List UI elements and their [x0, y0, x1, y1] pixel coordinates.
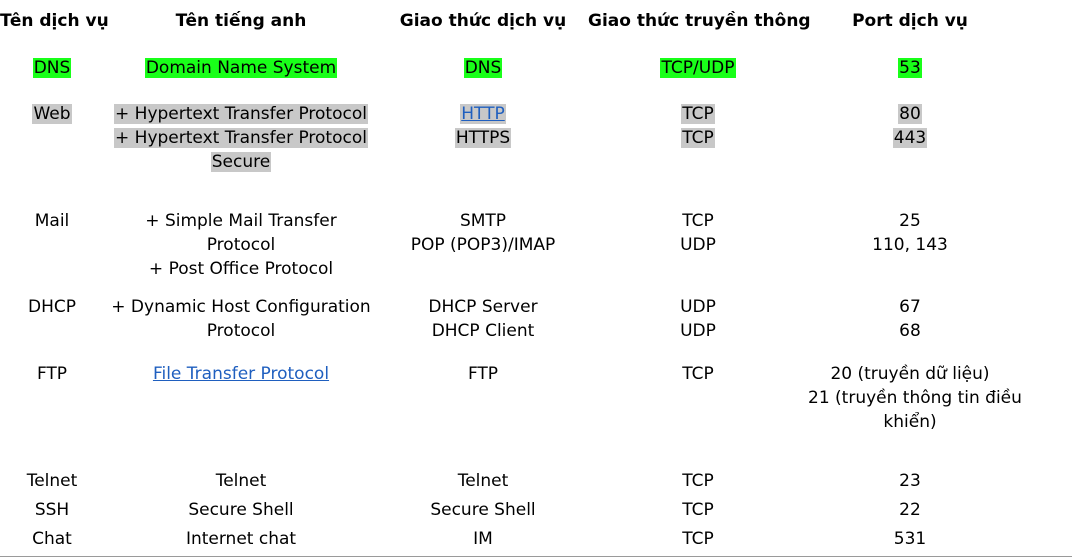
table-row-ftp-english: File Transfer Protocol	[104, 362, 378, 386]
table-row-mail-english: + Simple Mail Transfer Protocol + Post O…	[104, 209, 378, 281]
web-transport-2: TCP	[681, 128, 715, 148]
mail-name: Mail	[34, 211, 70, 231]
header-service-protocol: Giao thức dịch vụ	[399, 11, 567, 31]
header-transport-protocol: Giao thức truyền thông	[588, 11, 811, 31]
web-english-line2: + Hypertext Transfer Protocol	[114, 128, 368, 148]
table-bottom-border	[0, 556, 1072, 557]
header-service-port: Port dịch vụ	[852, 11, 968, 31]
table-row-web-english: + Hypertext Transfer Protocol + Hypertex…	[104, 102, 378, 174]
dhcp-port-1: 67	[899, 297, 921, 317]
chat-protocol: IM	[473, 529, 493, 549]
ssh-port: 22	[899, 500, 921, 520]
https-label: HTTPS	[454, 128, 512, 148]
chat-transport: TCP	[682, 529, 714, 549]
table-row-web-transport: TCP TCP	[588, 102, 808, 150]
web-port-1: 80	[898, 104, 922, 124]
table-row-dns-protocol: DNS	[378, 56, 588, 80]
table-row-ftp-port: 20 (truyền dữ liệu) 21 (truyền thông tin…	[808, 362, 1022, 434]
dhcp-transport-2: UDP	[680, 321, 716, 341]
dns-port: 53	[898, 58, 922, 78]
mail-protocol-1: SMTP	[459, 211, 507, 231]
mail-transport-1: TCP	[682, 211, 714, 231]
dhcp-transport-1: UDP	[680, 297, 716, 317]
dhcp-name: DHCP	[28, 297, 76, 317]
chat-english: Internet chat	[185, 529, 297, 549]
dhcp-protocol-2: DHCP Client	[431, 321, 535, 341]
ftp-name: FTP	[36, 364, 68, 384]
table-row-dhcp-port: 67 68	[808, 295, 1012, 343]
chat-port: 531	[893, 529, 927, 549]
mail-english-line2: Protocol	[206, 235, 276, 255]
http-link[interactable]: HTTP	[460, 104, 506, 124]
mail-english-line3: + Post Office Protocol	[148, 259, 334, 279]
chat-name: Chat	[32, 529, 72, 549]
table-row-dhcp-english: + Dynamic Host Configuration Protocol	[104, 295, 378, 343]
telnet-port: 23	[899, 471, 921, 491]
mail-port-2: 110, 143	[872, 235, 948, 255]
ftp-port-line2: 21 (truyền thông tin điều	[808, 388, 1022, 408]
dns-protocol: DNS	[463, 58, 503, 78]
telnet-name: Telnet	[26, 471, 78, 491]
ftp-port-line3: khiển)	[883, 412, 937, 432]
mail-protocol-2: POP (POP3)/IMAP	[410, 235, 556, 255]
telnet-protocol: Telnet	[457, 471, 509, 491]
dhcp-english-line2: Protocol	[206, 321, 276, 341]
dns-name: DNS	[32, 58, 72, 78]
mail-transport-2: UDP	[680, 235, 716, 255]
ftp-protocol: FTP	[467, 364, 499, 384]
web-english-line3: Secure	[210, 152, 272, 172]
web-port-2: 443	[892, 128, 928, 148]
table-row-web-name: Web	[0, 102, 104, 126]
telnet-english: Telnet	[215, 471, 267, 491]
dhcp-port-2: 68	[899, 321, 921, 341]
mail-english-line1: + Simple Mail Transfer	[145, 211, 337, 231]
table-row-web-protocol: HTTP HTTPS	[378, 102, 588, 150]
header-service-name: Tên dịch vụ	[0, 11, 109, 31]
table-row-mail-port: 25 110, 143	[808, 209, 1012, 257]
header-english-name: Tên tiếng anh	[175, 11, 307, 31]
table-row-dns-english: Domain Name System	[104, 56, 378, 80]
ftp-english-link[interactable]: File Transfer Protocol	[152, 364, 330, 384]
ssh-english: Secure Shell	[188, 500, 294, 520]
table-row-web-port: 80 443	[808, 102, 1012, 150]
web-name: Web	[32, 104, 72, 124]
table-row-mail-transport: TCP UDP	[588, 209, 808, 257]
ssh-name: SSH	[34, 500, 70, 520]
dns-english: Domain Name System	[144, 58, 338, 78]
table-row-dns-name: DNS	[0, 56, 104, 80]
telnet-transport: TCP	[682, 471, 714, 491]
web-english-line1: + Hypertext Transfer Protocol	[114, 104, 368, 124]
ssh-transport: TCP	[682, 500, 714, 520]
table-row-dhcp-protocol: DHCP Server DHCP Client	[378, 295, 588, 343]
table-row-mail-protocol: SMTP POP (POP3)/IMAP	[378, 209, 588, 257]
dns-transport: TCP/UDP	[660, 58, 736, 78]
table-row-dhcp-transport: UDP UDP	[588, 295, 808, 343]
ftp-port-line1: 20 (truyền dữ liệu)	[830, 364, 990, 384]
dhcp-protocol-1: DHCP Server	[428, 297, 538, 317]
table-row-dns-port: 53	[808, 56, 1012, 80]
dhcp-english-line1: + Dynamic Host Configuration	[111, 297, 371, 317]
web-transport-1: TCP	[681, 104, 715, 124]
ftp-transport: TCP	[682, 364, 714, 384]
table-row-dns-transport: TCP/UDP	[588, 56, 808, 80]
ssh-protocol: Secure Shell	[430, 500, 536, 520]
mail-port-1: 25	[899, 211, 921, 231]
